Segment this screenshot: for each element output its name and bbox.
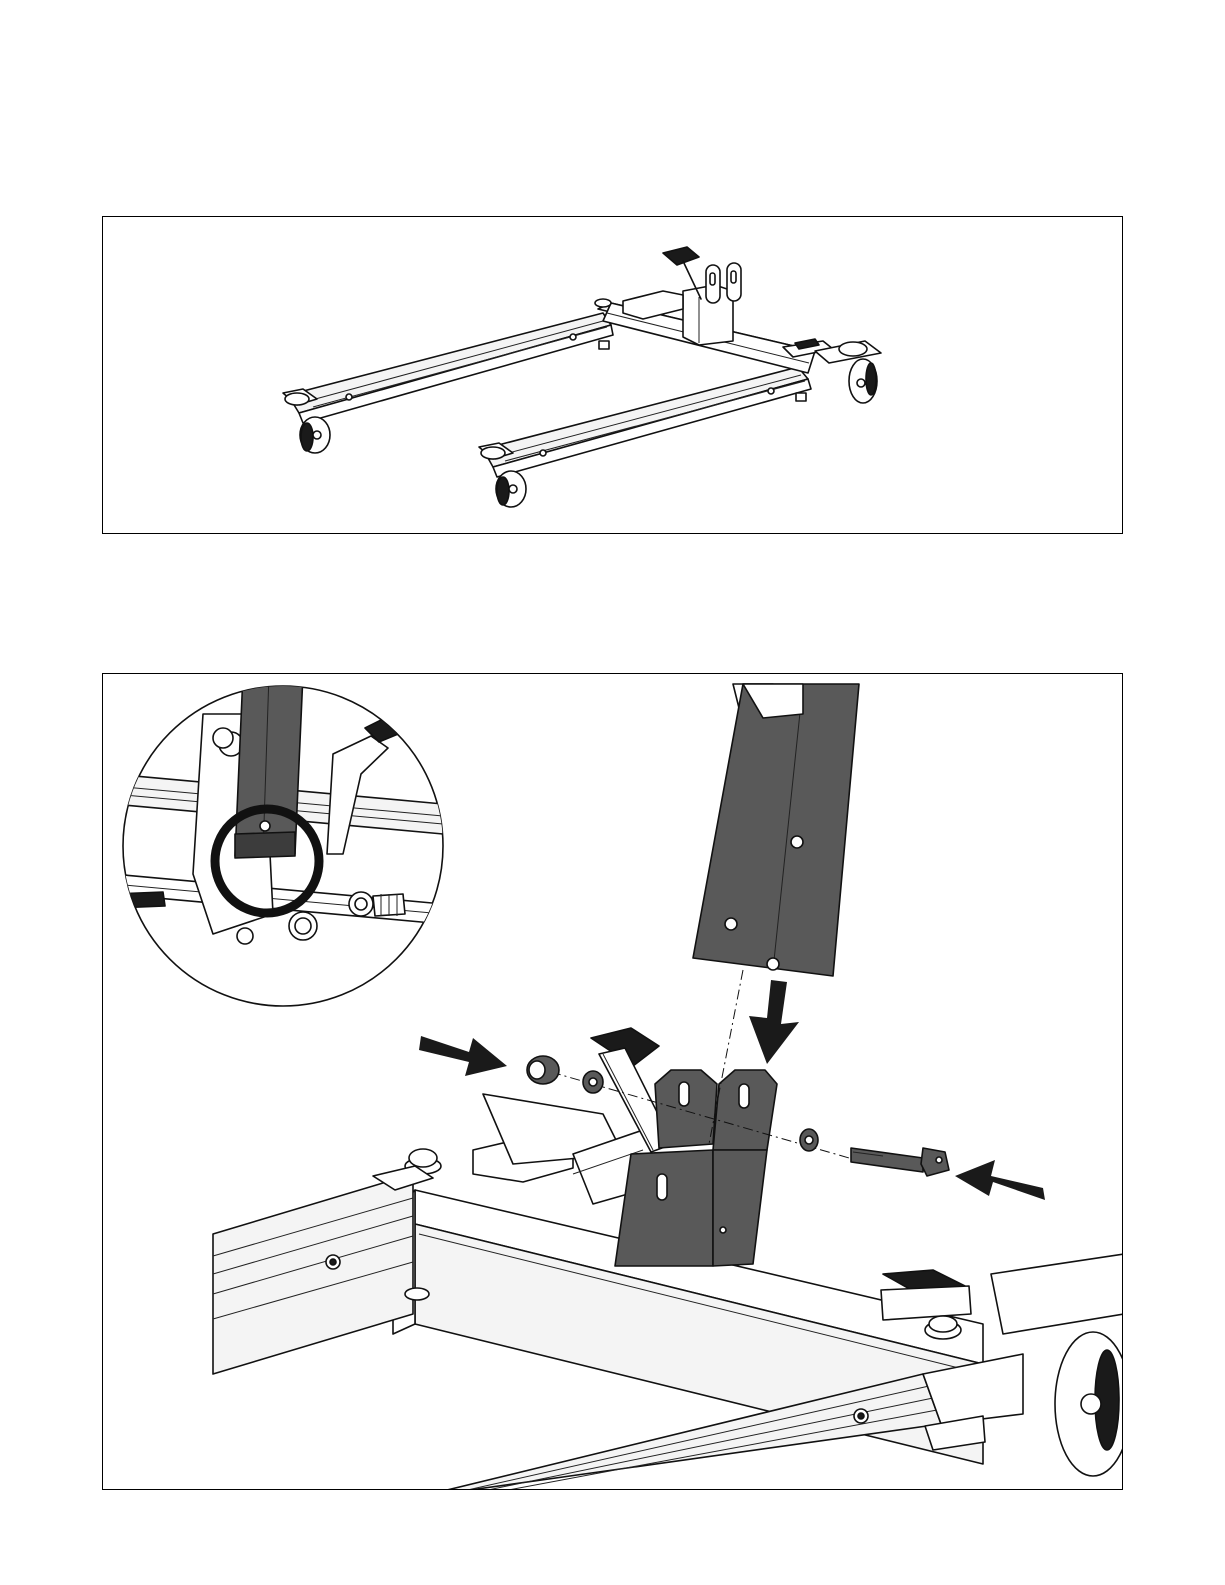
mast-tube <box>693 684 859 976</box>
lock-nut <box>583 1071 603 1093</box>
hydraulic-body <box>373 1094 663 1204</box>
arrow-down-pointer <box>749 980 799 1064</box>
figure-bottom-frame <box>102 673 1123 1490</box>
mast-assembly-illustration <box>103 674 1123 1490</box>
caster-rear-right <box>815 341 881 403</box>
mast-bracket <box>683 263 741 345</box>
hex-bolt <box>851 1148 949 1176</box>
detail-magnifier <box>113 674 443 1006</box>
left-rail <box>213 1174 429 1374</box>
arrow-right-pointer <box>955 1160 1045 1200</box>
right-leg <box>483 367 811 477</box>
base-frame-illustration <box>103 217 1123 534</box>
left-leg <box>288 313 613 423</box>
figure-top-frame <box>102 216 1123 534</box>
end-cap <box>527 1056 559 1084</box>
washer <box>800 1129 818 1151</box>
arrow-left-pointer <box>419 1036 507 1076</box>
